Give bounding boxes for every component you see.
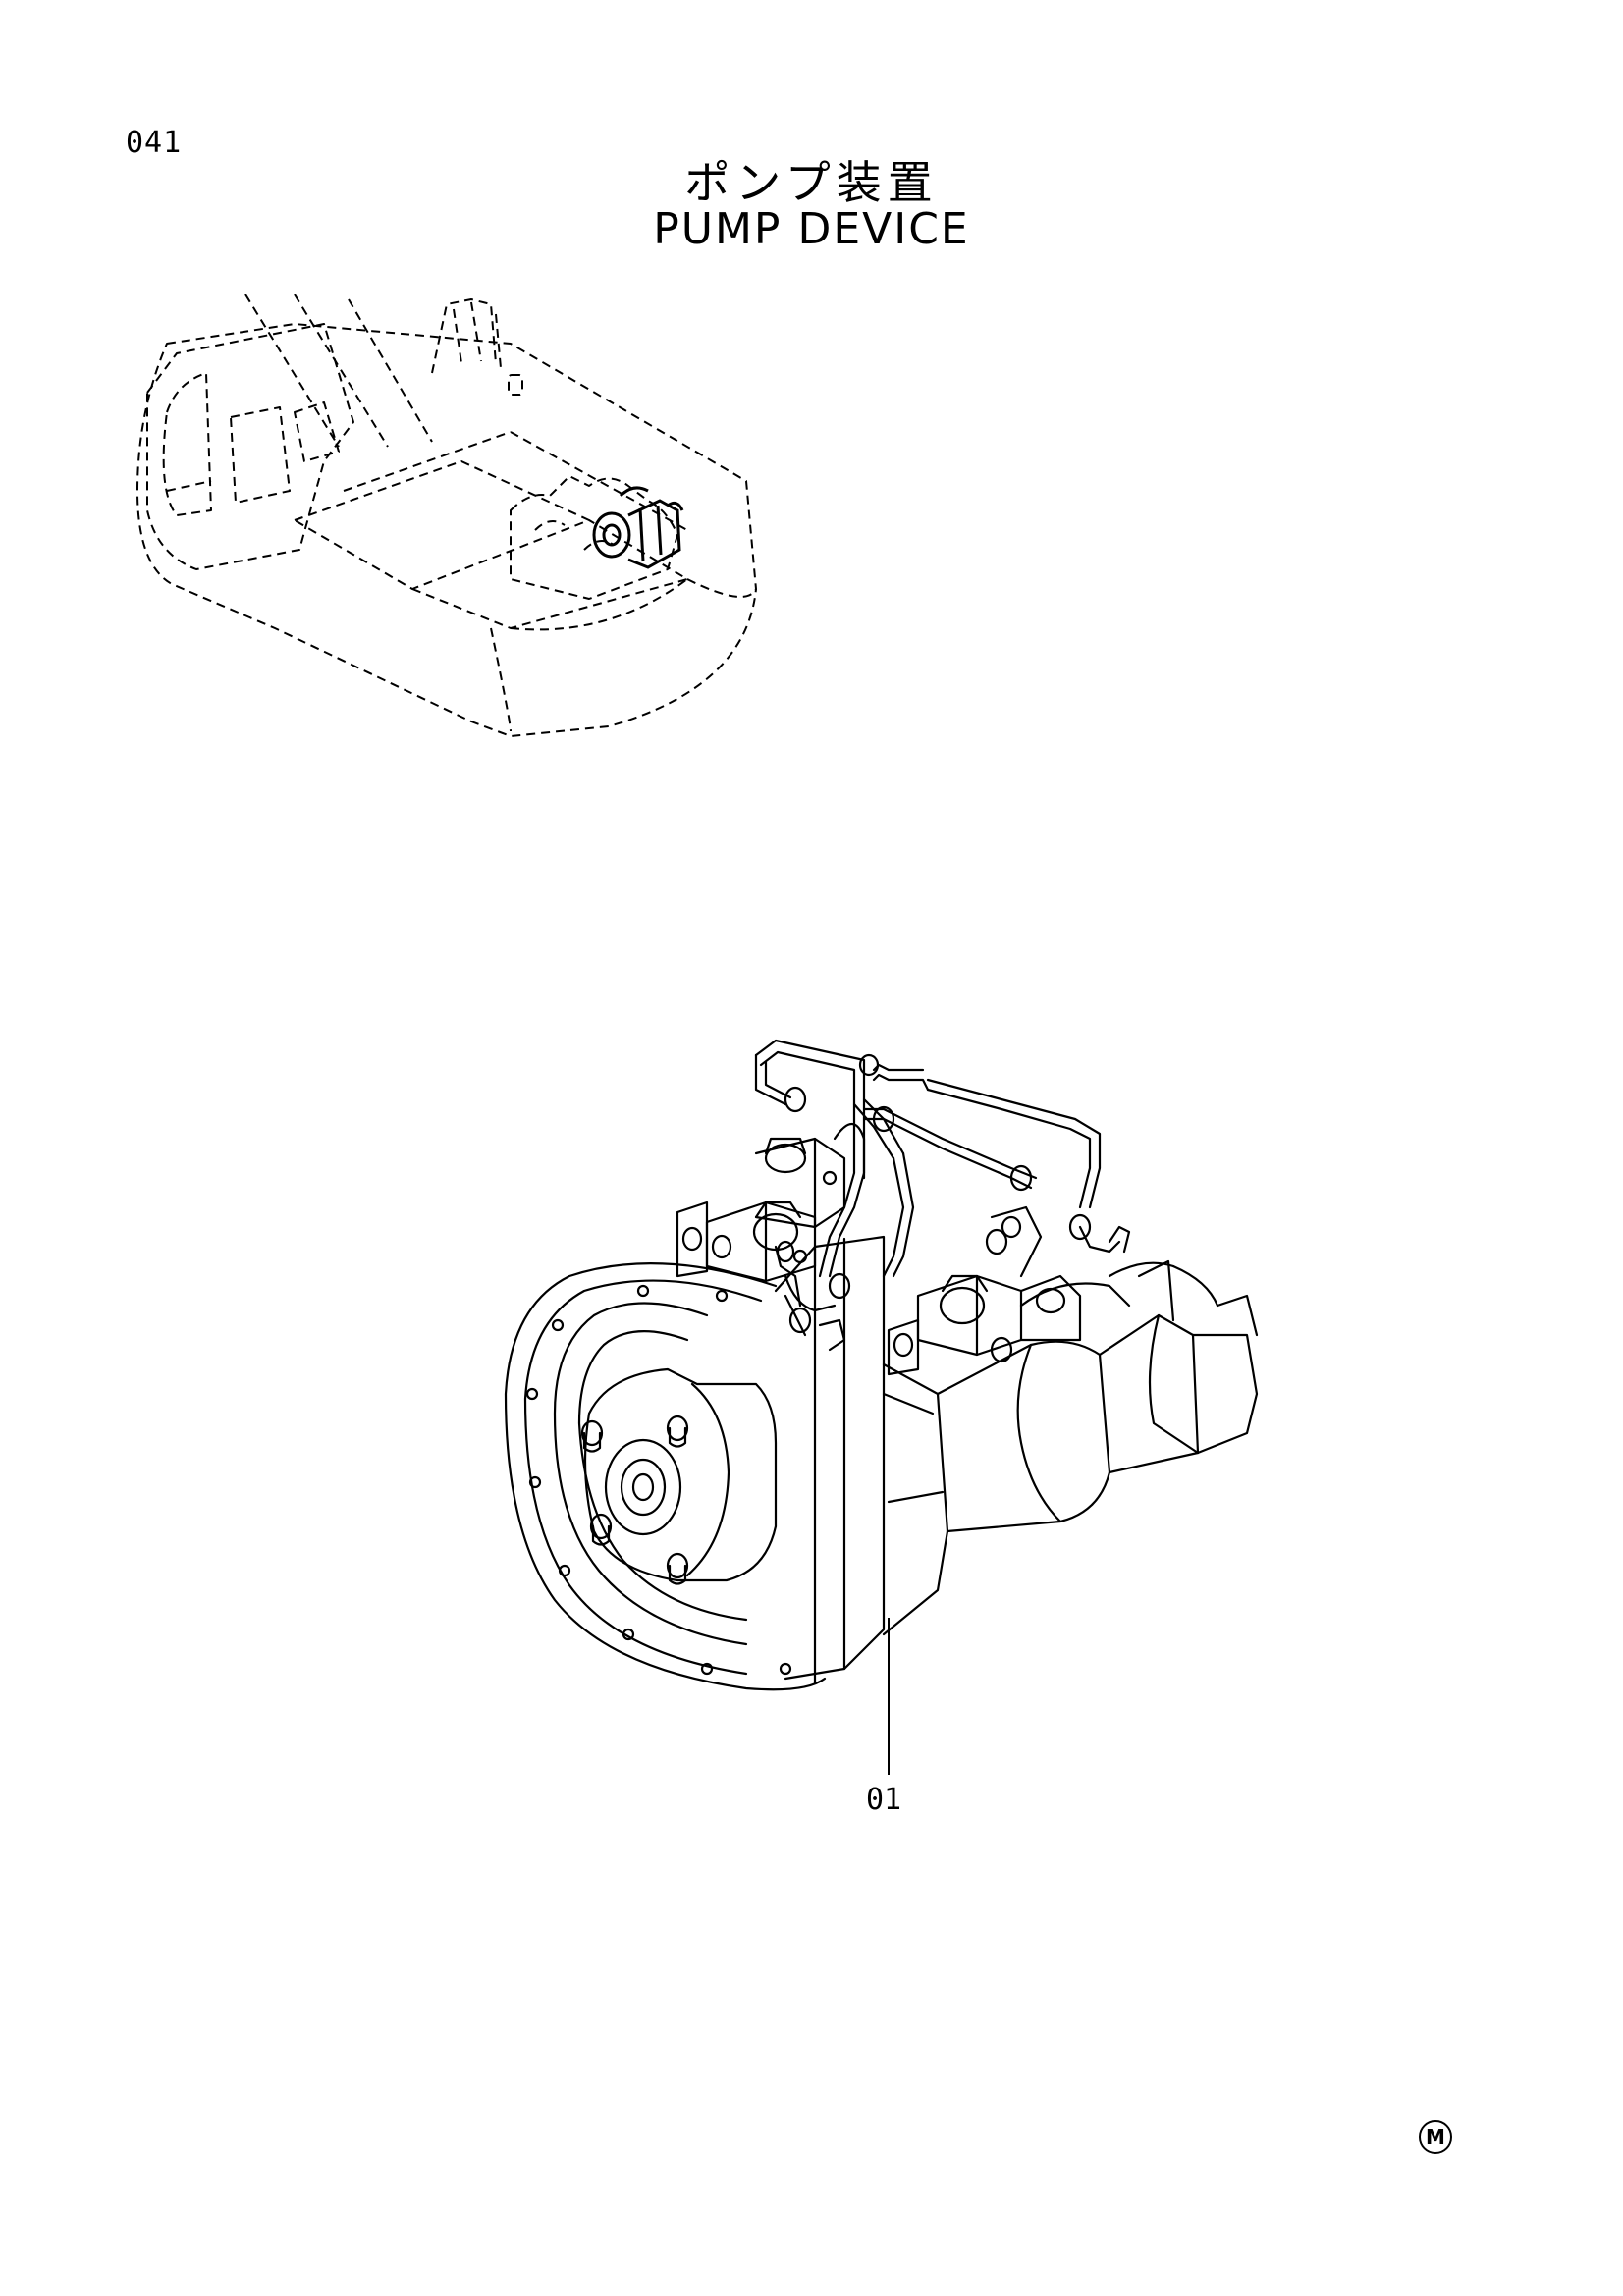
excavator-location-view: [136, 294, 757, 737]
title-japanese: ポンプ装置: [684, 156, 939, 209]
m-mark: M: [1419, 2120, 1452, 2154]
callout-label-01: 01: [866, 1783, 902, 1817]
pump-location-highlight: [592, 486, 684, 569]
pump-device-drawing: [504, 1039, 1259, 1691]
title-english: PUMP DEVICE: [653, 204, 970, 254]
page-number: 041: [126, 126, 183, 160]
